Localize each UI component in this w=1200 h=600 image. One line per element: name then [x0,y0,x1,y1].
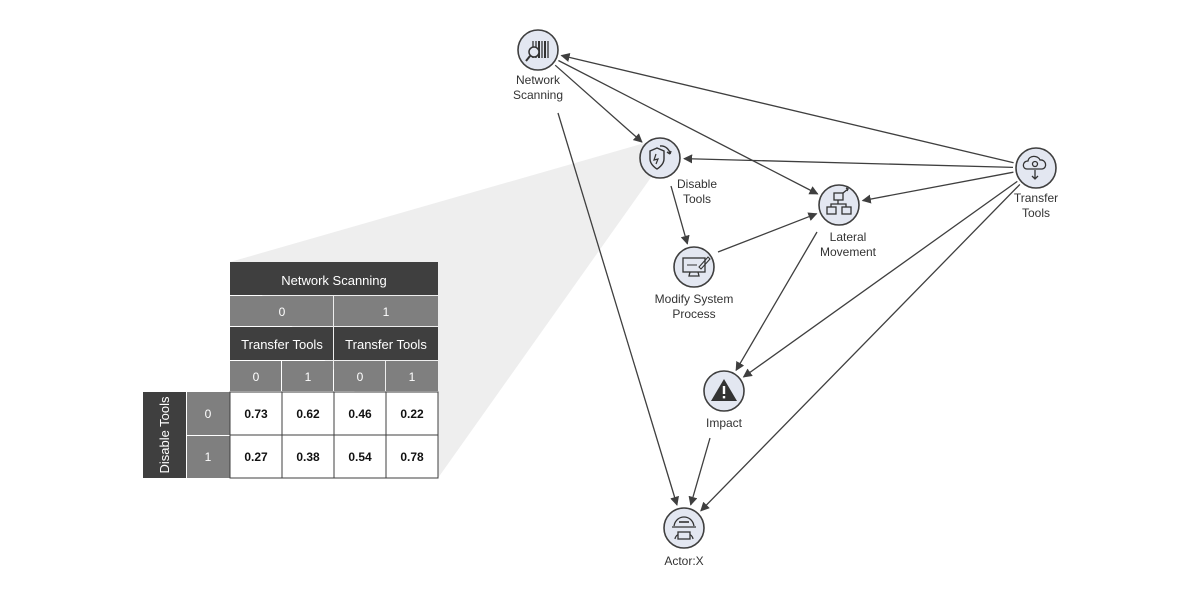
edges-layer [554,52,1021,512]
monitor-edit-icon [682,256,711,277]
node-label-line-2: Process [672,307,715,321]
node-label-line-1: Impact [706,416,743,430]
cpt-cell-r0-c3: 0.22 [400,407,424,421]
cpt-sub-value-cell-0 [230,361,281,391]
cloud-download-icon [1022,155,1047,180]
node-actor-x[interactable]: Actor:X [663,507,705,568]
warning-icon [711,379,737,401]
cpt-row-value-0: 0 [205,407,212,421]
node-label-line-1: Modify System [655,292,734,306]
cpt-sub-value-1: 1 [305,370,312,384]
edge-modify-system-process-to-lateral-movement [717,212,818,253]
cpt-sub-value-3: 1 [409,370,416,384]
node-circle [1015,147,1057,189]
node-impact[interactable]: Impact [703,370,745,430]
cpt-top-value-cell-0 [230,296,333,326]
cpt-top-value-1: 1 [383,305,390,319]
edge-transfer-tools-to-lateral-movement [861,171,1014,204]
node-label-line-1: Actor:X [664,554,703,568]
cpt-sub-header-cell-1 [334,327,438,360]
cpt-cell-r0-c2: 0.46 [348,407,372,421]
cpt-sub-value-2: 0 [357,370,364,384]
cpt-sub-header-0: Transfer Tools [241,337,323,352]
edge-network-scanning-to-disable-tools [554,64,643,143]
hacker-icon [672,516,696,540]
node-modify-system-process[interactable]: Modify System Process [655,246,734,321]
cpt-top-header-cell [230,262,438,295]
node-circle [673,246,715,288]
cpt-row-value-1: 1 [205,450,212,464]
barcode-search-icon [525,41,549,62]
cpt-sub-value-cell-2 [334,361,385,391]
node-label-line-1: Disable [677,177,717,191]
edge-network-scanning-to-lateral-movement [558,59,819,195]
node-label-line-2: Movement [820,245,877,259]
cpt-top-value-0: 0 [279,305,286,319]
conditional-probability-table: Network Scanning 0 1 Transfer Tools Tran… [143,262,439,479]
cpt-cell-r1-c0: 0.27 [244,450,268,464]
edge-network-scanning-to-actor-x [557,112,679,506]
node-label-line-1: Lateral [830,230,867,244]
node-network-scanning[interactable]: Network Scanning [513,29,563,102]
zoom-shadow [230,142,652,478]
cpt-sub-header-cell-0 [230,327,333,360]
node-lateral-movement[interactable]: Lateral Movement [818,184,877,259]
cpt-sub-value-0: 0 [253,370,260,384]
cpt-row-header-cell [143,392,186,478]
cpt-row-value-cell-0 [187,392,230,435]
cpt-cell-r1-c3: 0.78 [400,450,424,464]
cpt-cell-r0-c0: 0.73 [244,407,268,421]
cpt-cell-r0-c1: 0.62 [296,407,320,421]
cpt-sub-value-cell-1 [282,361,333,391]
node-label-line-1: Network [516,73,561,87]
node-disable-tools[interactable]: Disable Tools [639,137,717,206]
node-circle [818,184,860,226]
edge-transfer-tools-to-impact [742,180,1018,378]
edge-transfer-tools-to-network-scanning [560,52,1014,164]
node-label-line-1: Transfer [1014,191,1058,205]
cpt-row-value-cell-1 [187,436,230,478]
edge-transfer-tools-to-actor-x [700,183,1021,512]
node-label-line-2: Tools [683,192,711,206]
cpt-top-header: Network Scanning [281,273,387,288]
edge-lateral-movement-to-impact [735,231,818,372]
cpt-row-header: Disable Tools [157,396,172,474]
network-icon [826,187,852,215]
edge-transfer-tools-to-disable-tools [683,154,1014,169]
cpt-cell-r1-c2: 0.54 [348,450,372,464]
node-circle [663,507,705,549]
cpt-top-value-cell-1 [334,296,438,326]
node-label-line-2: Tools [1022,206,1050,220]
edge-impact-to-actor-x [688,437,711,506]
edge-disable-tools-to-modify-system-process [670,185,690,245]
cpt-sub-value-cell-3 [386,361,438,391]
node-transfer-tools[interactable]: Transfer Tools [1014,147,1058,220]
node-circle [639,137,681,179]
cpt-sub-header-1: Transfer Tools [345,337,427,352]
shield-refresh-icon [649,145,672,170]
cpt-cell-r1-c1: 0.38 [296,450,320,464]
node-label-line-2: Scanning [513,88,563,102]
